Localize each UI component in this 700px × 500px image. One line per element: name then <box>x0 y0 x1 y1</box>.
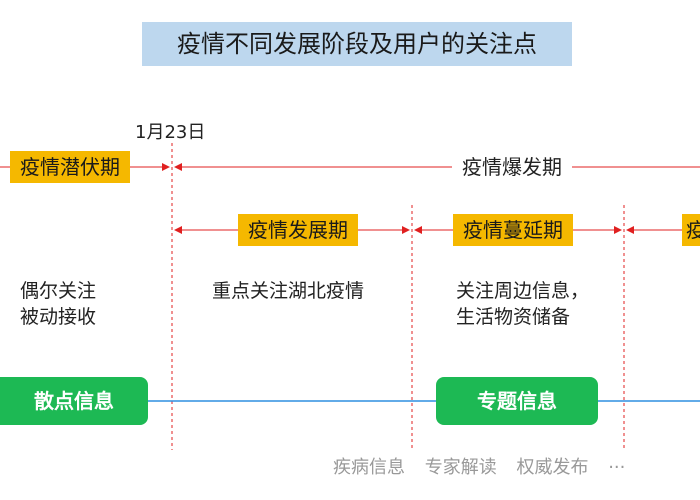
phase-spread: 疫情蔓延期 <box>453 214 573 246</box>
phase-incubation: 疫情潜伏期 <box>10 151 130 183</box>
footer-items: 疾病信息 专家解读 权威发布 ··· <box>333 453 639 479</box>
info-scattered: 散点信息 <box>0 377 148 425</box>
footer-item-disease-info: 疾病信息 <box>333 457 405 478</box>
footer-item-official-release: 权威发布 <box>516 457 589 478</box>
footer-item-expert-analysis: 专家解读 <box>424 457 497 478</box>
phase-outbreak: 疫情爆发期 <box>452 151 572 183</box>
info-topic: 专题信息 <box>436 377 598 425</box>
desc-development: 重点关注湖北疫情 <box>212 280 365 302</box>
footer-item-ellipsis: ··· <box>608 457 626 478</box>
phase-development: 疫情发展期 <box>238 214 358 246</box>
diagram-title: 疫情不同发展阶段及用户的关注点 <box>142 22 572 66</box>
phase-next-partial: 疫 <box>682 214 700 246</box>
desc-incubation: 偶尔关注 被动接收 <box>20 280 97 328</box>
desc-spread: 关注周边信息， 生活物资储备 <box>456 280 590 328</box>
date-marker-label: 1月23日 <box>135 122 206 143</box>
